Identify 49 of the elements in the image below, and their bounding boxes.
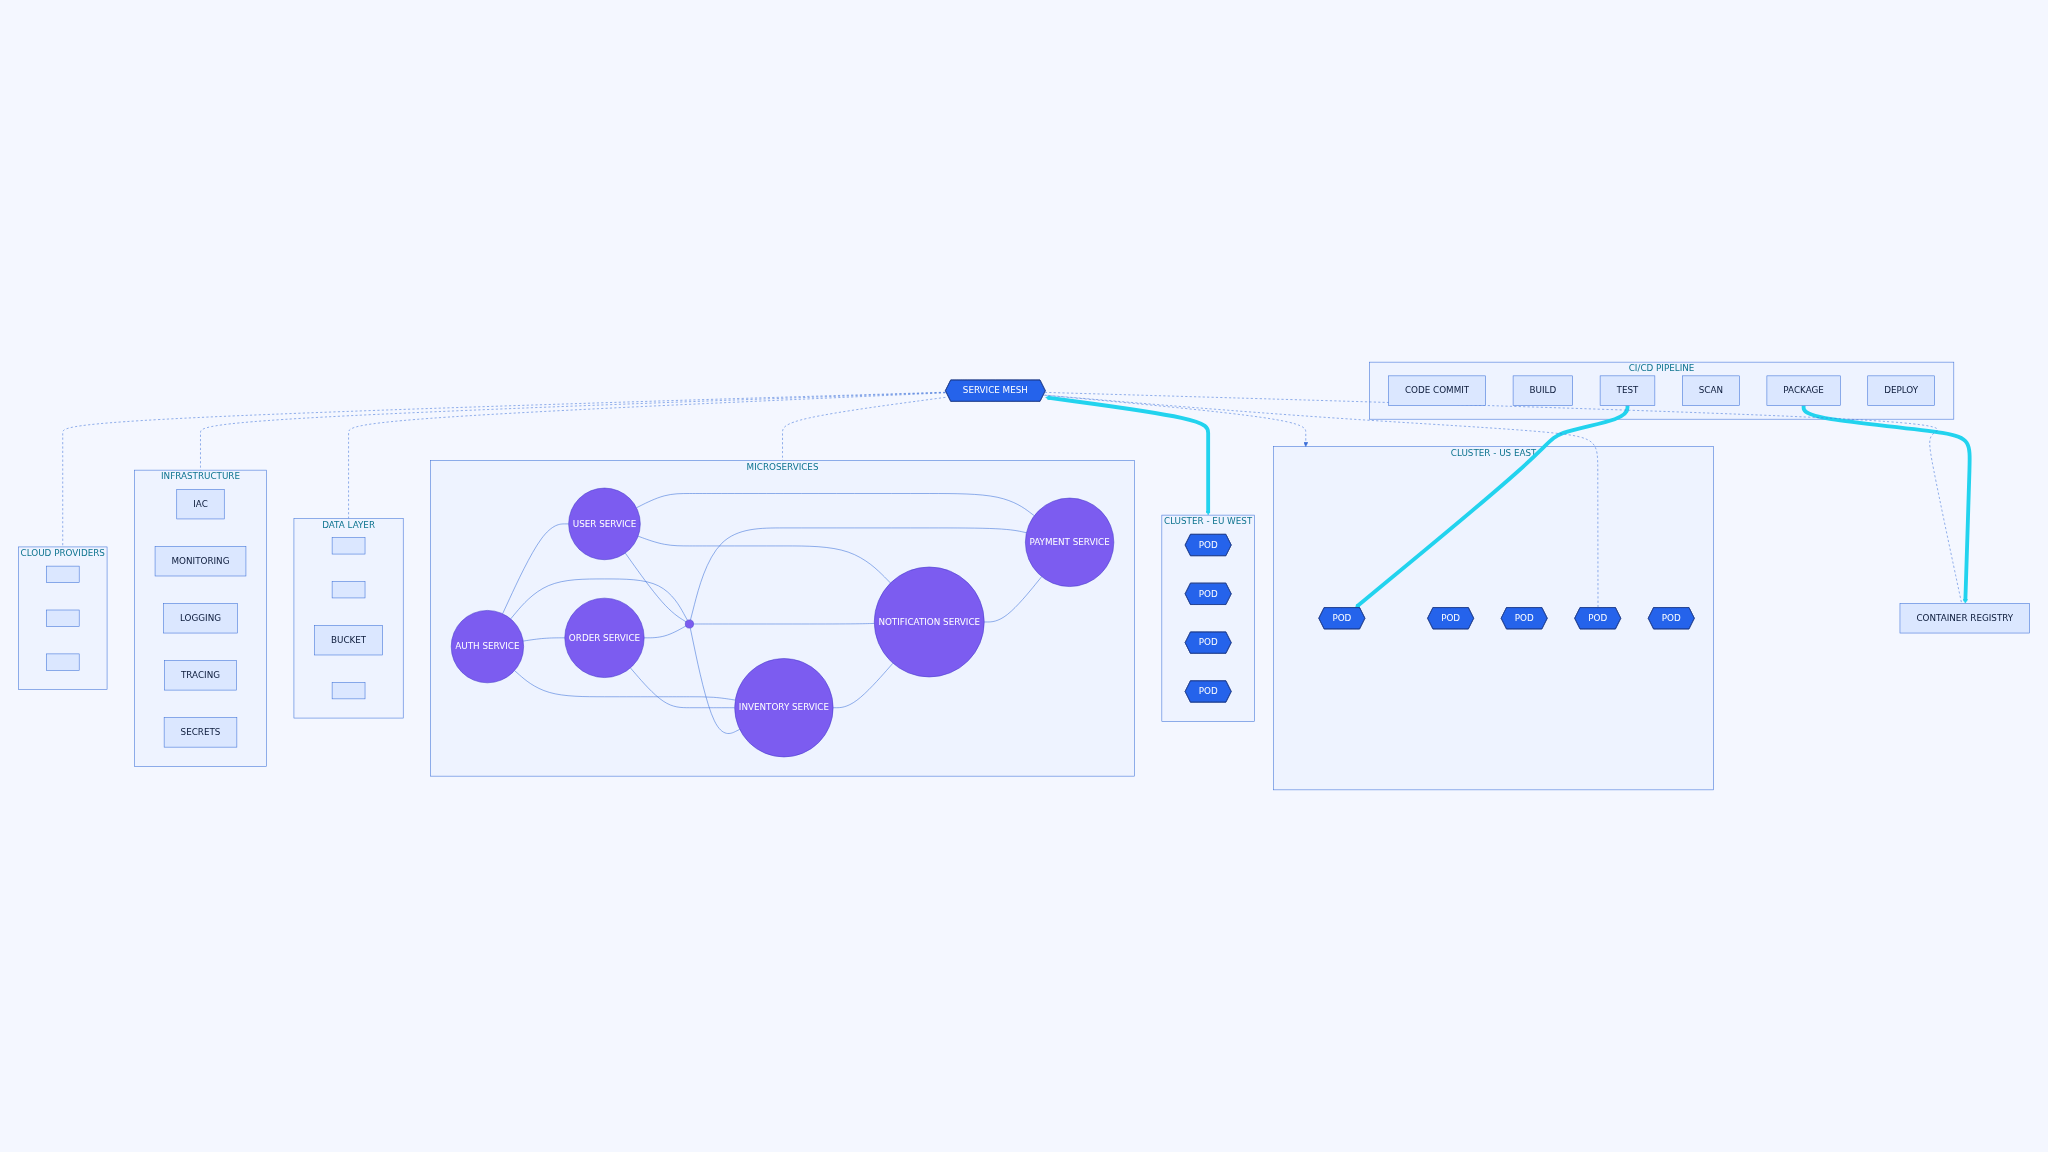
node-box — [46, 565, 80, 583]
connector — [690, 527, 1027, 621]
node-box: BUILD — [1512, 375, 1573, 406]
node-box: TRACING — [164, 660, 237, 691]
node-circle: PAYMENT SERVICE — [1025, 497, 1115, 587]
connector — [636, 493, 1035, 516]
node-box: SECRETS — [163, 717, 238, 748]
node-circle: ORDER SERVICE — [564, 597, 645, 678]
node-circle: INVENTORY SERVICE — [734, 658, 834, 758]
connector — [625, 552, 687, 623]
connector — [510, 578, 688, 621]
connector — [630, 667, 735, 708]
connector — [637, 535, 891, 584]
connector — [502, 523, 569, 615]
connector — [690, 627, 740, 734]
node-circle: NOTIFICATION SERVICE — [874, 566, 985, 678]
connector — [1043, 394, 1599, 609]
connector — [522, 637, 566, 642]
node-box: TEST — [1599, 375, 1656, 406]
cluster: CLOUD PROVIDERS — [18, 546, 108, 690]
node-box: LOGGING — [163, 603, 238, 634]
arrow — [1801, 405, 1972, 604]
node-box: BUCKET — [314, 625, 383, 656]
node-circle: USER SERVICE — [568, 487, 641, 560]
connector — [200, 392, 946, 471]
node-box — [331, 682, 366, 700]
node-box: DEPLOY — [1867, 375, 1935, 406]
node-box — [46, 609, 80, 627]
connector — [832, 662, 894, 708]
connector — [782, 397, 946, 461]
node-box: CODE COMMIT — [1388, 375, 1486, 406]
node-box: MONITORING — [154, 546, 247, 577]
node-box: SCAN — [1682, 375, 1740, 406]
node-box: IAC — [176, 489, 225, 520]
node-box: CONTAINER REGISTRY — [1899, 603, 2030, 634]
connector — [514, 670, 736, 701]
node-box — [331, 581, 366, 599]
node-circle — [685, 619, 694, 629]
connector — [643, 625, 687, 639]
node-box: PACKAGE — [1766, 375, 1841, 406]
connector — [1044, 392, 1962, 604]
node-circle: AUTH SERVICE — [450, 610, 524, 684]
node-box — [331, 537, 366, 555]
connector — [693, 623, 875, 625]
connector — [348, 392, 946, 519]
arrow — [1354, 405, 1630, 609]
connector — [983, 576, 1042, 623]
arrow — [1045, 395, 1211, 516]
node-box — [46, 653, 80, 671]
